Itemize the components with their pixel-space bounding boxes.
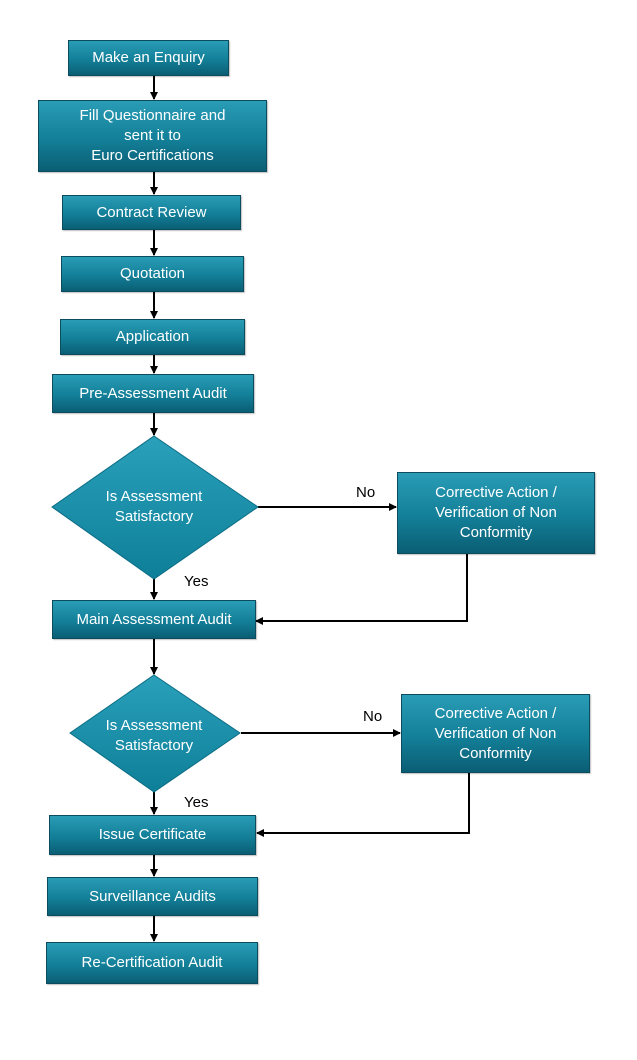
decision-diamond-1 xyxy=(51,435,259,580)
step-label-line: Fill Questionnaire and xyxy=(79,107,226,124)
step-label-line: Verification of Non xyxy=(434,724,557,742)
step-label-line: sent it to xyxy=(124,127,181,144)
decision-label-line: Is Assessment xyxy=(105,488,203,505)
step-make-enquiry: Make an Enquiry xyxy=(68,40,229,76)
edge-label-yes-2: Yes xyxy=(184,794,209,811)
edge-label-no-1: No xyxy=(356,484,376,501)
step-label: Make an Enquiry xyxy=(92,49,205,66)
decision-label-line: Satisfactory xyxy=(114,737,194,754)
step-label: Quotation xyxy=(119,265,186,282)
step-label: Issue Certificate xyxy=(98,826,207,843)
step-application: Application xyxy=(60,319,245,355)
step-recertification-audit: Re-Certification Audit xyxy=(46,942,258,984)
edge-label-no-2: No xyxy=(363,708,383,725)
connector-corrective1-return xyxy=(255,554,468,625)
step-corrective-action-2: Corrective Action / Verification of Non … xyxy=(401,694,590,773)
decision-label-line: Is Assessment xyxy=(105,717,203,734)
step-label-line: Euro Certifications xyxy=(91,147,214,164)
decision-1-label: Is Assessment Satisfactory xyxy=(64,487,244,527)
step-label-line: Conformity xyxy=(459,744,532,762)
step-contract-review: Contract Review xyxy=(62,195,241,230)
step-label: Contract Review xyxy=(96,203,207,221)
step-label-line: Corrective Action / xyxy=(434,704,557,722)
step-label: Pre-Assessment Audit xyxy=(79,384,227,402)
step-issue-certificate: Issue Certificate xyxy=(49,815,256,855)
step-surveillance-audits: Surveillance Audits xyxy=(47,877,258,916)
step-quotation: Quotation xyxy=(61,256,244,292)
step-main-assessment-audit: Main Assessment Audit xyxy=(52,600,256,639)
step-corrective-action-1: Corrective Action / Verification of Non … xyxy=(397,472,595,554)
step-label: Re-Certification Audit xyxy=(81,954,223,971)
decision-label-line: Satisfactory xyxy=(114,508,194,525)
step-fill-questionnaire: Fill Questionnaire and sent it to Euro C… xyxy=(38,100,267,172)
step-label: Application xyxy=(115,328,190,345)
step-label-line: Verification of Non xyxy=(435,504,557,521)
decision-2-label: Is Assessment Satisfactory xyxy=(69,716,239,756)
step-label-line: Conformity xyxy=(459,524,533,541)
decision-diamond-2 xyxy=(69,674,241,793)
step-label: Main Assessment Audit xyxy=(76,610,232,628)
step-label-line: Corrective Action / xyxy=(435,484,557,501)
step-label: Surveillance Audits xyxy=(89,887,216,905)
edge-label-yes-1: Yes xyxy=(184,573,209,590)
connector-corrective2-return xyxy=(256,773,470,837)
step-pre-assessment-audit: Pre-Assessment Audit xyxy=(52,374,254,413)
